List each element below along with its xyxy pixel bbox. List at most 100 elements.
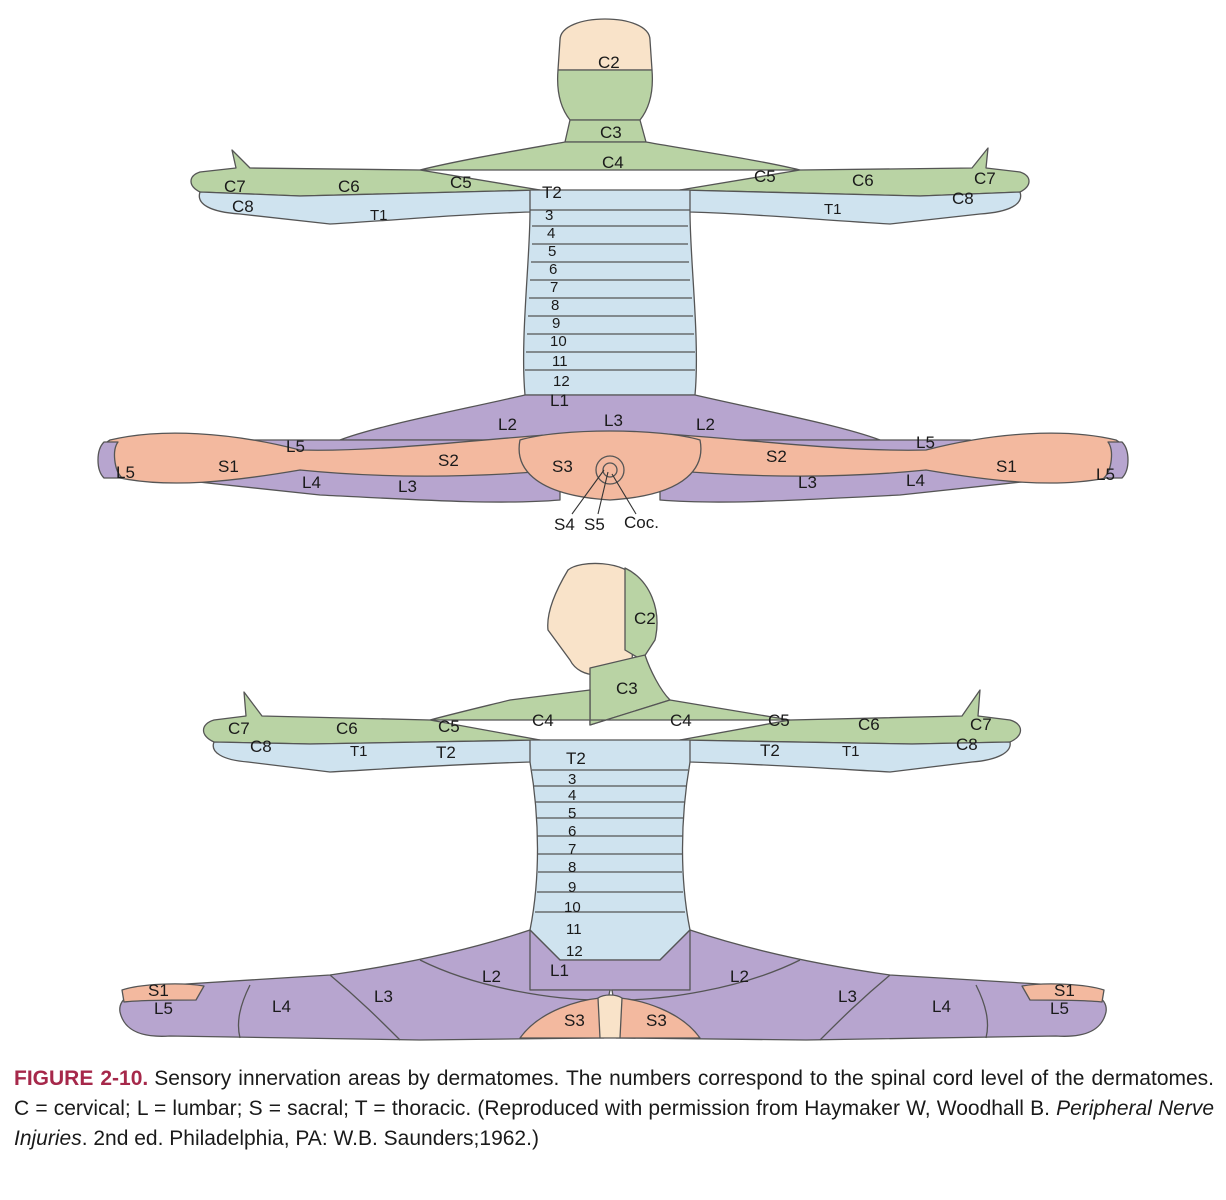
label: L5 [1050,999,1069,1018]
label: C4 [532,711,554,730]
posterior-perineum-s5 [602,462,618,478]
label: 12 [566,943,583,960]
label: C8 [250,737,272,756]
figure-label: FIGURE 2-10. [14,1067,149,1090]
label: S2 [766,447,787,466]
label: S3 [552,457,573,476]
label: L3 [604,411,623,430]
posterior-head-skin [557,18,653,71]
anterior-shoulder-c4 [429,689,791,726]
label: S4 [554,515,575,534]
label: S1 [996,457,1017,476]
label: L5 [1096,465,1115,484]
label: C2 [598,53,620,72]
anterior-arm-right-thoracic [679,739,1011,773]
label: C2 [634,609,656,628]
label: T2 [760,741,780,760]
label: L2 [696,415,715,434]
label: S3 [646,1011,667,1030]
label: T1 [370,207,388,224]
anterior-foot-left-s1 [121,983,205,1003]
label: S5 [584,515,605,534]
label: 3 [545,207,553,224]
label: 11 [552,353,568,370]
label: Coc. [624,513,659,532]
label: C5 [768,711,790,730]
label: C7 [970,715,992,734]
label: C4 [670,711,692,730]
label: 5 [548,243,556,260]
label: 8 [568,859,576,876]
label: 10 [564,899,581,916]
label: S1 [218,457,239,476]
label: C8 [956,735,978,754]
label: L4 [932,997,951,1016]
label: T1 [824,201,842,218]
label: C7 [224,177,246,196]
figure-caption: FIGURE 2-10.Sensory innervation areas by… [14,1064,1214,1154]
label: S1 [1054,981,1075,1000]
label: C6 [338,177,360,196]
label: 7 [550,279,558,296]
label: T2 [436,743,456,762]
label: L3 [798,473,817,492]
label: L5 [916,433,935,452]
label: L2 [730,967,749,986]
label: S1 [148,981,169,1000]
anterior-labels: C2 C3 C4 C4 C5 C5 C6 C6 C7 C7 C8 C8 T1 T… [148,609,1075,1030]
label: L5 [286,437,305,456]
label: 10 [550,333,567,350]
anterior-head-c2 [624,567,658,661]
label: 11 [566,921,582,938]
label: C7 [228,719,250,738]
label: C8 [952,189,974,208]
label: S2 [438,451,459,470]
dermatome-diagram: C2 C3 C4 C5 C5 C6 C6 C7 C7 C8 C8 T1 T1 T… [97,18,1129,1041]
caption-text: Sensory innervation areas by dermatomes.… [14,1067,1214,1120]
label: L3 [838,987,857,1006]
label: C4 [602,153,624,172]
anterior-view [119,562,1107,1041]
label: L2 [498,415,517,434]
posterior-foot-left-l5 [97,441,123,479]
label: T2 [542,183,562,202]
label: 7 [568,841,576,858]
label: C6 [336,719,358,738]
posterior-foot-right-l5 [1103,441,1129,479]
label: 4 [568,787,576,804]
anterior-arm-left-thoracic [212,739,541,773]
label: L4 [302,473,321,492]
label: T2 [566,749,586,768]
label: L5 [154,999,173,1018]
posterior-head-c2 [556,69,654,121]
label: C6 [852,171,874,190]
label: T1 [350,743,368,760]
label: 8 [551,297,559,314]
label: S3 [564,1011,585,1030]
label: 5 [568,805,576,822]
label: C3 [600,123,622,142]
posterior-leg-left-sacral [100,432,561,484]
label: 4 [547,225,555,242]
anterior-torso-thoracic [529,739,691,961]
posterior-view [97,18,1129,515]
label: T1 [842,743,860,760]
label: C8 [232,197,254,216]
label: L3 [398,477,417,496]
label: C5 [754,167,776,186]
posterior-arm-right-t1 [679,189,1022,225]
label: L2 [482,967,501,986]
anterior-genital [597,994,623,1039]
label: C5 [438,717,460,736]
caption-text-end: . 2nd ed. Philadelphia, PA: W.B. Saunder… [81,1127,539,1150]
label: 6 [568,823,576,840]
label: 6 [549,261,557,278]
label: C5 [450,173,472,192]
label: L1 [550,961,569,980]
label: 12 [553,373,570,390]
label: L3 [374,987,393,1006]
label: 9 [568,879,576,896]
label: L4 [272,997,291,1016]
caption-book-title: Peripheral Nerve Injuries [14,1097,1215,1150]
label: C7 [974,169,996,188]
